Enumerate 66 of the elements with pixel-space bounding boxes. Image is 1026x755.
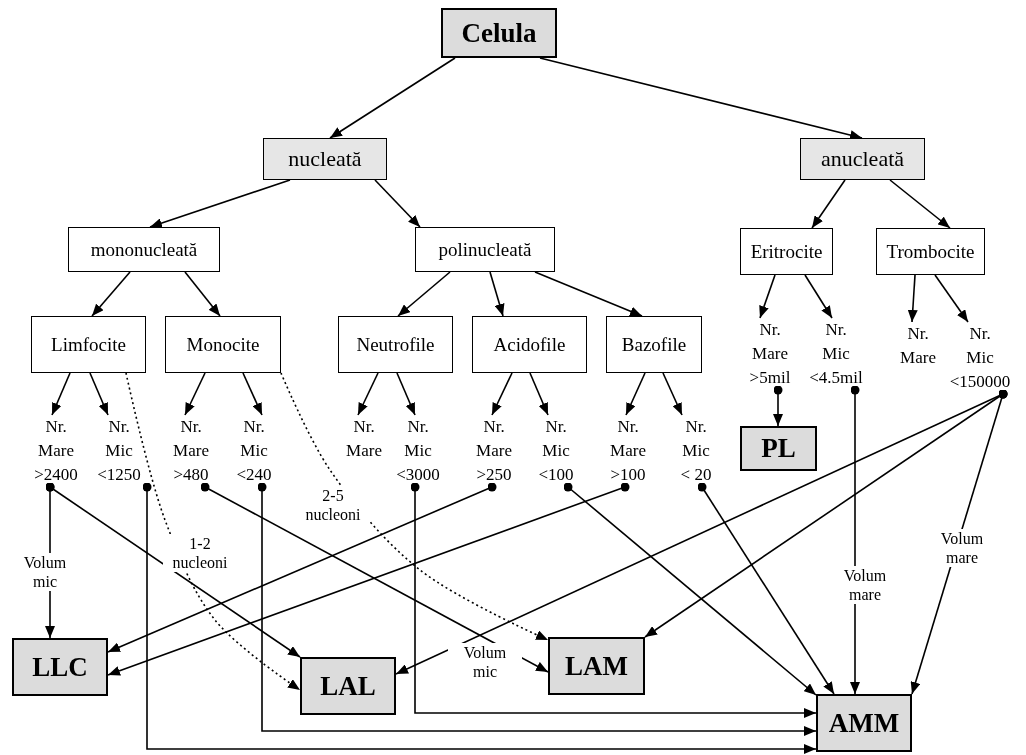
arrow	[149, 179, 291, 228]
cell-type-box: Acidofile	[472, 316, 587, 373]
arrow	[329, 57, 456, 139]
count-label: Nr. Mic <150000	[947, 322, 1013, 394]
count-label: Nr. Mic <240	[226, 415, 282, 487]
result-box: Celula	[441, 8, 557, 58]
cell-type-box: Limfocite	[31, 316, 146, 373]
result-box: PL	[740, 426, 817, 471]
arrow	[396, 372, 416, 416]
result-box: LAL	[300, 657, 396, 715]
cell-type-box: Trombocite	[876, 228, 985, 275]
dotted-arrow	[280, 372, 549, 641]
arrow	[45, 482, 301, 658]
arrow	[625, 372, 646, 416]
arrow	[539, 57, 863, 140]
arrow	[200, 482, 549, 673]
arrow	[491, 372, 513, 416]
cell-type-box: Neutrofile	[338, 316, 453, 373]
arrow	[107, 482, 630, 676]
result-box: LLC	[12, 638, 108, 696]
arrow	[142, 482, 817, 754]
count-label: Nr. Mic <100	[528, 415, 584, 487]
arrow	[184, 271, 221, 317]
arrow	[907, 274, 918, 323]
arrow	[529, 372, 549, 416]
cell-type-box: mononucleată	[68, 227, 220, 272]
cell-type-box: Eritrocite	[740, 228, 833, 275]
result-box: AMM	[816, 694, 912, 752]
arrow	[242, 372, 263, 416]
count-label: Nr. Mare >5mil	[738, 318, 802, 390]
arrow	[397, 271, 451, 317]
arrow	[184, 372, 206, 416]
arrow	[759, 274, 776, 319]
arrow	[107, 482, 497, 653]
result-box: LAM	[548, 637, 645, 695]
arrow	[410, 482, 817, 718]
arrow	[89, 372, 109, 416]
count-label: Nr. Mic <1250	[89, 415, 149, 487]
arrow	[889, 179, 951, 229]
arrow	[804, 274, 833, 319]
count-label: Nr. Mare	[886, 322, 950, 370]
arrow	[374, 179, 421, 228]
count-label: Nr. Mare >250	[466, 415, 522, 487]
arrow	[534, 271, 643, 317]
count-label: Nr. Mare >2400	[24, 415, 88, 487]
arrow	[91, 271, 131, 317]
cell-type-box: polinucleată	[415, 227, 555, 272]
arrow	[662, 372, 683, 416]
dotted-arrow	[125, 372, 301, 691]
arrow	[697, 482, 835, 695]
cell-type-box: Bazofile	[606, 316, 702, 373]
category-box: anucleată	[800, 138, 925, 180]
count-label: Nr. Mic <4.5mil	[804, 318, 868, 390]
arrow	[357, 372, 379, 416]
arrow	[773, 385, 783, 427]
count-label: Nr. Mic < 20	[676, 415, 716, 487]
arrow	[811, 179, 846, 229]
cell-type-box: Monocite	[165, 316, 281, 373]
arrow	[489, 271, 505, 317]
arrow	[563, 482, 817, 696]
category-box: nucleată	[263, 138, 387, 180]
count-label: Nr. Mare >480	[163, 415, 219, 487]
count-label: Nr. Mare >100	[600, 415, 656, 487]
arrow	[51, 372, 71, 416]
arrow	[257, 482, 817, 736]
arrow	[934, 274, 969, 323]
